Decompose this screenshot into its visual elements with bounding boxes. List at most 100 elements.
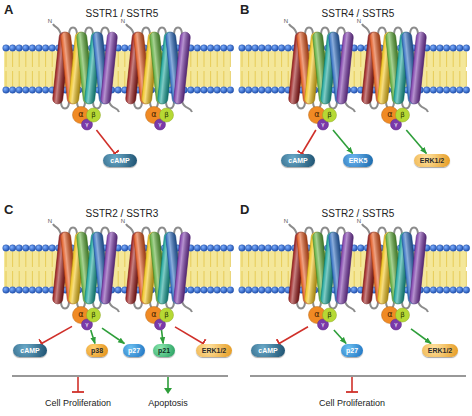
lipid-head [457,87,464,94]
receptor-loop [337,228,345,236]
lipid-head [9,87,16,94]
lipid-head [430,87,437,94]
cell-outcome: Cell Proliferation [319,399,385,408]
g-protein-subunit [160,308,174,322]
helix-shading [336,32,353,105]
lipid-tail [242,252,243,267]
lipid-tail [19,252,20,267]
lipid-tail [360,271,361,286]
g-protein: αβγ [308,306,338,330]
lipid-head [194,245,201,252]
lipid-head [194,87,201,94]
divider-line [250,375,466,376]
receptor-loop [329,101,337,109]
lipid-tail [197,52,198,67]
lipid-head [3,45,10,52]
lipid-head [285,45,292,52]
lipid-tail [25,52,26,67]
lipid-head [463,245,470,252]
lipid-head [9,45,16,52]
lipid-tail [124,252,125,267]
cell-outcome: Cell Proliferation [45,399,111,408]
lipid-head [23,87,30,94]
lipid-tail [118,271,119,286]
lipid-tail [466,252,467,267]
lipid-head [358,245,365,252]
lipid-head [437,87,444,94]
n-terminus-label: N [121,18,125,24]
lipid-head [463,87,470,94]
lipid-tail [210,52,211,67]
lipid-head [239,45,246,52]
receptor-loop [297,301,305,309]
helix-body [100,232,117,305]
lipid-head [265,245,272,252]
receptor-loop [174,228,182,236]
lipid-tail [223,271,224,286]
receptor-loop [370,301,378,309]
c-terminus [345,101,355,112]
g-protein: αβγ [72,306,102,330]
membrane [3,245,234,294]
lipid-tail [6,52,7,67]
transmembrane-helix [100,232,117,305]
panel-letter: B [240,3,249,16]
lipid-tail [190,52,191,67]
receptor-loop [158,228,166,236]
lipid-tail [360,52,361,67]
lipid-tail [261,52,262,67]
inhibition-arrow [279,327,308,344]
lipid-head [245,287,252,294]
lipid-tail [12,252,13,267]
lipid-tail [275,271,276,286]
receptor [125,24,192,112]
receptor-loop [370,101,378,109]
lipid-tail [25,271,26,286]
inhibition-line [351,377,353,392]
n-terminus [126,24,134,35]
transmembrane-helix [336,232,353,305]
panel-illustration [3,224,234,312]
lipid-head [16,87,23,94]
lipid-tail [459,271,460,286]
lipid-head [221,287,228,294]
lipid-head [122,45,129,52]
receptor-pair-title: SSTR2 / SSTR3 [86,209,159,219]
lipid-head [463,287,470,294]
helix-body [173,232,190,305]
receptor [288,24,355,112]
subunit-label: α [78,311,83,319]
lipid-tail [288,52,289,67]
c-terminus [418,301,428,312]
lipid-tail [52,52,53,67]
lipid-head [457,287,464,294]
receptor [361,24,428,112]
lipid-tail [210,71,211,86]
lipid-tail [204,271,205,286]
lipid-tail [268,271,269,286]
lipid-head [457,45,464,52]
helix-body [100,32,117,105]
n-terminus [53,24,61,35]
lipid-tail [466,52,467,67]
lipid-head [259,45,266,52]
lipid-tail [6,71,7,86]
lipid-head [42,45,49,52]
lipid-tail [12,271,13,286]
lipid-tail [118,252,119,267]
lipid-head [207,245,214,252]
lipid-tail [354,71,355,86]
lipid-head [36,87,43,94]
lipid-tail [248,52,249,67]
lipid-tail [453,71,454,86]
transmembrane-helix [100,32,117,105]
receptor-loop [134,101,142,109]
lipid-tail [281,52,282,67]
helix-shading [336,232,353,305]
g-protein-subunit [87,108,101,122]
lipid-head [201,245,208,252]
lipid-tail [268,52,269,67]
lipid-head [252,45,259,52]
g-protein-subunit [160,108,174,122]
